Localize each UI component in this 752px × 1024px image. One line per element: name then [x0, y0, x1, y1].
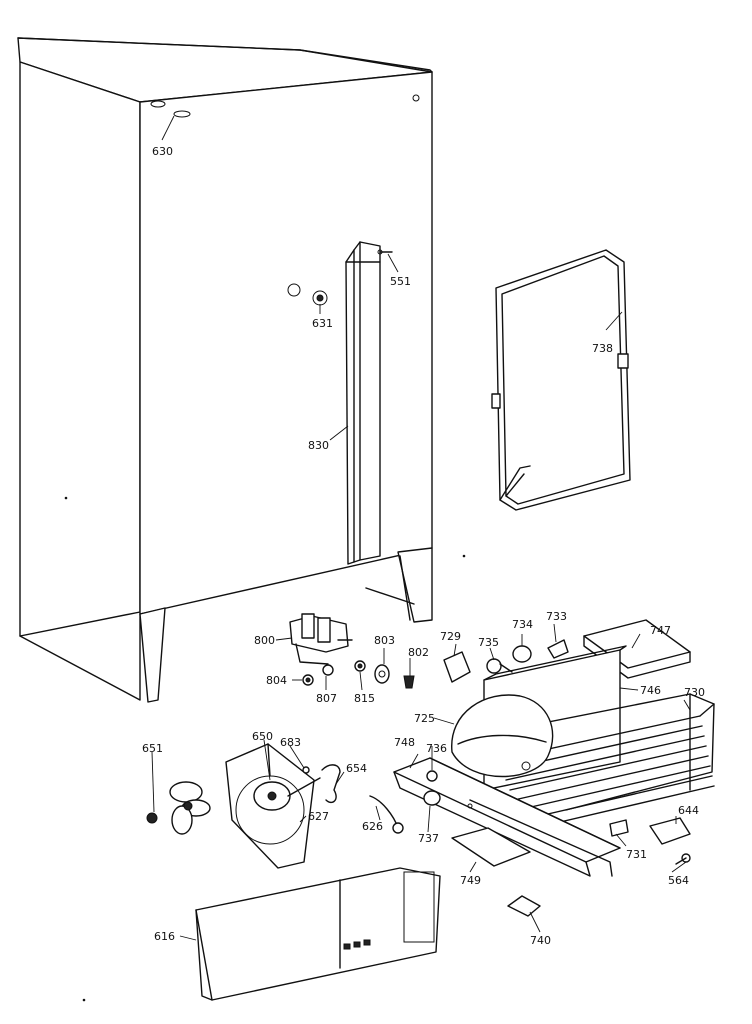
- label-737: 737: [418, 832, 439, 845]
- label-800: 800: [254, 634, 275, 647]
- scan-specks: [64, 496, 466, 1002]
- label-730: 730: [684, 686, 705, 699]
- label-748: 748: [394, 736, 415, 749]
- relay-729: [443, 651, 471, 683]
- fitting-807: [322, 664, 334, 676]
- label-651: 651: [142, 742, 163, 755]
- shroud-654: [321, 764, 341, 804]
- label-804: 804: [266, 674, 287, 687]
- screw-551: [377, 249, 393, 255]
- label-738: 738: [592, 342, 613, 355]
- fitting-815: [354, 660, 366, 672]
- fitting-803: [374, 664, 390, 684]
- label-802: 802: [408, 646, 429, 659]
- clip-740: [507, 895, 541, 917]
- label-616: 616: [154, 930, 175, 943]
- label-734: 734: [512, 618, 533, 631]
- label-551: 551: [390, 275, 411, 288]
- label-564: 564: [668, 874, 689, 887]
- label-749: 749: [460, 874, 481, 887]
- capacitor-734: [512, 645, 532, 663]
- fitting-804: [302, 674, 314, 686]
- fan-motor-650: [253, 777, 321, 811]
- label-747: 747: [650, 624, 671, 637]
- grommet-736: [426, 770, 438, 782]
- label-731: 731: [626, 848, 647, 861]
- back-panel-616: [195, 867, 441, 1001]
- cover-749: [451, 827, 531, 867]
- label-735: 735: [478, 636, 499, 649]
- bracket-644: [649, 817, 691, 845]
- label-654: 654: [346, 762, 367, 775]
- label-736: 736: [426, 742, 447, 755]
- leader-lines: [151, 115, 691, 941]
- label-644: 644: [678, 804, 699, 817]
- label-803: 803: [374, 634, 395, 647]
- label-631: 631: [312, 317, 333, 330]
- tube-626: [369, 795, 404, 834]
- label-740: 740: [530, 934, 551, 947]
- channel-830: [345, 241, 381, 565]
- fan-blade-651: [146, 781, 211, 835]
- label-683: 683: [280, 736, 301, 749]
- condenser-730: [497, 693, 715, 831]
- label-626: 626: [362, 820, 383, 833]
- grommet-737: [423, 790, 441, 806]
- label-830: 830: [308, 439, 329, 452]
- label-630: 630: [152, 145, 173, 158]
- part-labels: 630 551 631 738 830 800 803 802 804 807 …: [142, 145, 705, 947]
- label-733: 733: [546, 610, 567, 623]
- water-valve-800: [289, 613, 353, 665]
- refrigerator-cabinet: [17, 37, 433, 703]
- compressor-725: [451, 694, 554, 778]
- screw-564: [675, 853, 691, 865]
- label-807: 807: [316, 692, 337, 705]
- label-725: 725: [414, 712, 435, 725]
- label-729: 729: [440, 630, 461, 643]
- fitting-802: [403, 675, 415, 689]
- label-627: 627: [308, 810, 329, 823]
- label-650: 650: [252, 730, 273, 743]
- label-815: 815: [354, 692, 375, 705]
- label-746: 746: [640, 684, 661, 697]
- clip-683: [302, 766, 310, 774]
- heater-loop-738: [491, 249, 631, 511]
- clip-733: [547, 639, 569, 659]
- bracket-731: [609, 819, 629, 837]
